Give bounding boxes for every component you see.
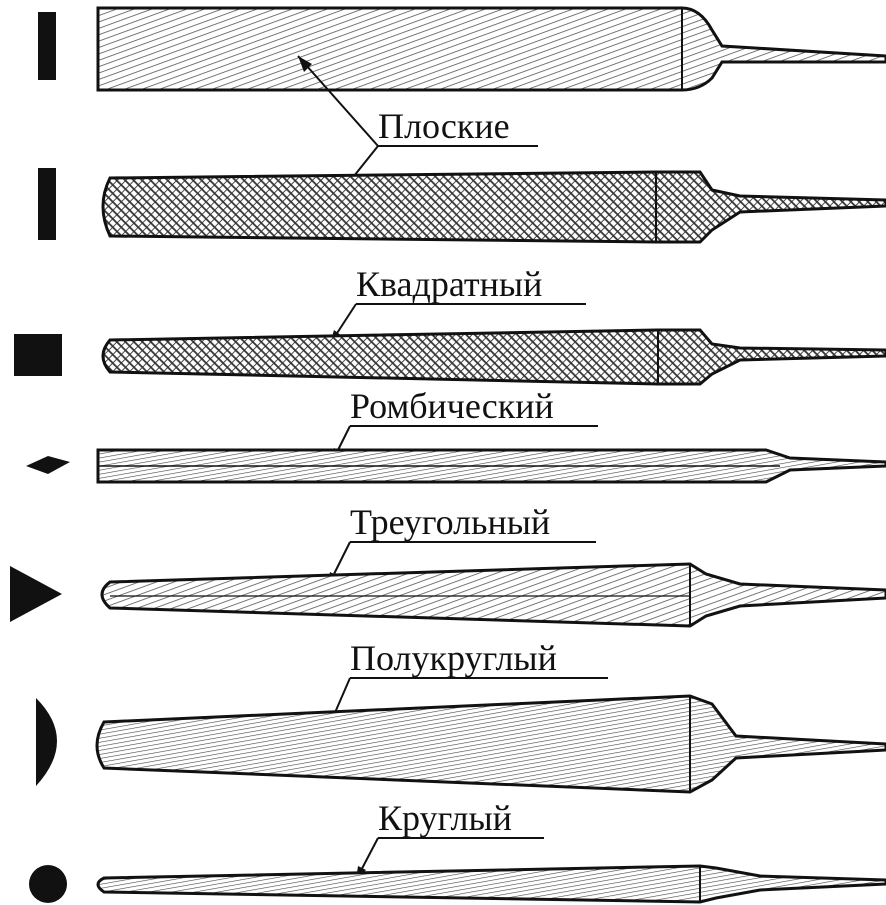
flat-file-pointed [103, 172, 886, 242]
rhombus-section-icon [26, 456, 70, 474]
rectangle-section-icon [38, 12, 56, 80]
svg-text:Квадратный: Квадратный [356, 264, 542, 304]
svg-text:Круглый: Круглый [378, 798, 512, 838]
half-round-file [97, 696, 886, 792]
flat-file-blunt [98, 8, 886, 90]
triangle-section-icon [10, 566, 62, 622]
square-section-icon [14, 334, 62, 376]
rectangle-section-icon-2 [38, 168, 56, 240]
half-circle-section-icon [36, 698, 57, 786]
svg-text:Ромбический: Ромбический [350, 386, 554, 426]
rhombic-file [98, 450, 886, 482]
square-file [103, 330, 886, 384]
circle-section-icon [29, 865, 67, 903]
svg-text:Плоские: Плоские [378, 106, 510, 146]
triangular-file [102, 564, 886, 626]
svg-text:Треугольный: Треугольный [350, 502, 550, 542]
label-round: Круглый [356, 798, 544, 880]
svg-text:Полукруглый: Полукруглый [350, 638, 557, 678]
round-file [98, 866, 886, 902]
